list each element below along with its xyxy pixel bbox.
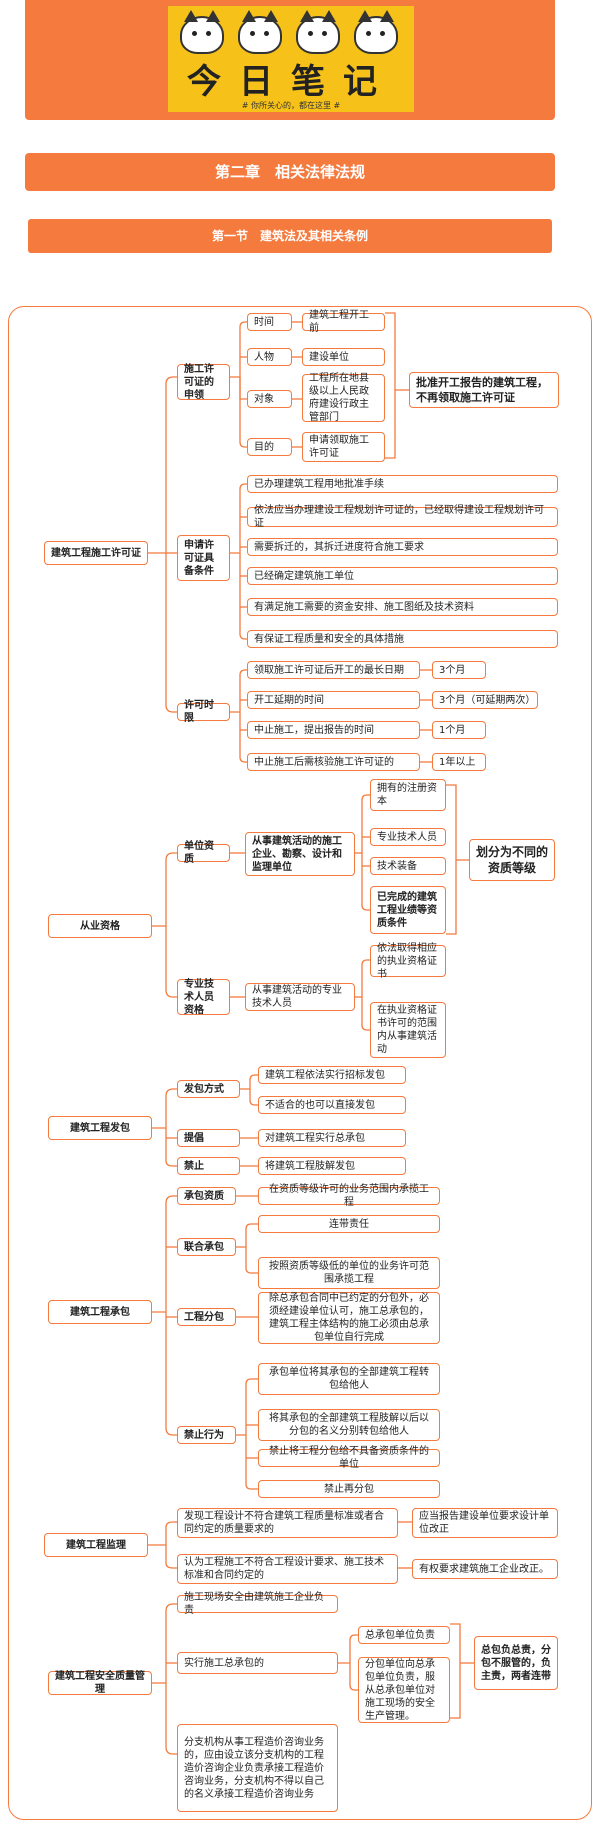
node-condition: 有保证工程质量和安全的具体措施 [247,630,558,648]
node-deadline-key: 领取施工许可证后开工的最长日期 [247,661,420,679]
node-supervision-key: 认为工程施工不符合工程设计要求、施工技术标准和合同约定的 [177,1554,398,1584]
node-qual-person-desc: 从事建筑活动的专业技术人员 [245,983,355,1011]
node-qualification: 从业资格 [48,914,152,938]
node-deadline-value: 1个月 [432,721,486,739]
node-contracting: 建筑工程发包 [48,1116,152,1140]
node-supervision: 建筑工程监理 [44,1533,148,1557]
node-condition: 有满足施工需要的资金安排、施工图纸及技术资料 [247,598,558,616]
title-banner: 今日笔记 # 你所关心的，都在这里 # [168,6,414,112]
node-undertake-qual-value: 在资质等级许可的业务范围内承揽工程 [258,1184,440,1208]
node-contract-mode-item: 不适合的也可以直接发包 [258,1096,406,1114]
node-qual-person: 专业技术人员资格 [177,979,230,1016]
node-undertake-ban-item: 承包单位将其承包的全部建筑工程转包给他人 [258,1363,440,1395]
node-undertaking: 建筑工程承包 [48,1300,152,1324]
cat-icon [354,10,398,54]
node-contract-advocate-value: 对建筑工程实行总承包 [258,1129,406,1147]
node-qual-unit-note: 划分为不同的资质等级 [469,839,555,881]
node-deadline-value: 3个月 [432,661,486,679]
cat-icon [180,10,224,54]
node-apply-key: 对象 [247,390,292,408]
node-supervision-value: 应当报告建设单位要求设计单位改正 [412,1508,558,1538]
node-undertake-joint: 联合承包 [177,1238,236,1256]
node-condition: 已经确定建筑施工单位 [247,567,558,585]
node-qual-unit-item: 技术装备 [370,857,446,875]
node-undertake-sub-value: 除总承包合同中已约定的分包外，必须经建设单位认可，施工总承包的，建筑工程主体结构… [258,1292,440,1344]
node-contract-mode: 发包方式 [177,1080,240,1098]
node-deadline-key: 中止施工，提出报告的时间 [247,721,420,739]
node-qual-unit-item: 拥有的注册资本 [370,779,446,811]
node-qual-unit-item: 专业技术人员 [370,828,446,846]
node-undertake-joint-item: 连带责任 [258,1215,440,1233]
node-apply-value: 申请领取施工许可证 [302,432,385,462]
node-condition: 依法应当办理建设工程规划许可证的，已经取得建设工程规划许可证 [247,505,558,529]
node-supervision-key: 发现工程设计不符合建筑工程质量标准或者合同约定的质量要求的 [177,1508,398,1538]
node-safety-general-item: 分包单位向总承包单位负责，服从总承包单位对施工现场的安全生产管理。 [358,1657,450,1723]
node-apply-key: 时间 [247,313,292,331]
node-permit-deadline: 许可时限 [177,700,230,724]
node-condition: 需要拆迁的，其拆迁进度符合施工要求 [247,538,558,556]
node-qual-unit-desc: 从事建筑活动的施工企业、勘察、设计和监理单位 [245,832,355,876]
node-permit: 建筑工程施工许可证 [44,541,148,565]
cat-icon [296,10,340,54]
section-title: 第一节 建筑法及其相关条例 [28,219,552,253]
node-permit-apply: 施工许可证的申领 [177,364,230,401]
node-apply-note: 批准开工报告的建筑工程，不再领取施工许可证 [409,372,559,408]
node-apply-key: 人物 [247,348,292,366]
node-contract-mode-item: 建筑工程依法实行招标发包 [258,1066,406,1084]
node-contract-forbid: 禁止 [177,1157,240,1175]
notebook-title: 今日笔记 [187,62,395,102]
node-deadline-key: 开工延期的时间 [247,691,420,709]
node-safety-general: 实行施工总承包的 [177,1652,338,1674]
node-undertake-ban-item: 禁止再分包 [258,1480,440,1498]
node-contract-forbid-value: 将建筑工程肢解发包 [258,1157,406,1175]
node-safety-general-note: 总包负总责，分包不服管的，负主责，两者连带 [474,1636,558,1690]
node-deadline-key: 中止施工后需核验施工许可证的 [247,753,420,771]
node-qual-unit-item: 已完成的建筑工程业绩等资质条件 [370,886,446,934]
node-undertake-ban-item: 将其承包的全部建筑工程肢解以后以分包的名义分别转包给他人 [258,1409,440,1441]
node-supervision-value: 有权要求建筑施工企业改正。 [412,1559,558,1579]
node-apply-value: 工程所在地县级以上人民政府建设行政主管部门 [302,373,385,423]
node-condition: 已办理建筑工程用地批准手续 [247,475,558,493]
node-undertake-sub: 工程分包 [177,1308,236,1326]
node-deadline-value: 1年以上 [432,753,486,771]
node-safety-general-item: 总承包单位负责 [358,1626,450,1644]
node-deadline-value: 3个月（可延期两次） [432,691,538,709]
cat-icon [238,10,282,54]
node-safety: 建筑工程安全质量管理 [48,1671,152,1695]
node-apply-value: 建设单位 [302,348,385,366]
node-apply-key: 目的 [247,438,292,456]
notebook-subtitle: # 你所关心的，都在这里 # [241,101,341,110]
node-undertake-qual: 承包资质 [177,1187,236,1205]
node-permit-conditions: 申请许可证具备条件 [177,535,230,581]
node-apply-value: 建筑工程开工前 [302,310,385,334]
node-safety-branch: 分支机构从事工程造价咨询业务的，应由设立该分支机构的工程造价咨询企业负责承接工程… [177,1724,338,1812]
node-qual-person-item: 依法取得相应的执业资格证书 [370,943,446,980]
chapter-title: 第二章 相关法律法规 [25,153,555,191]
node-undertake-ban: 禁止行为 [177,1426,236,1444]
mindmap-frame [8,306,592,1820]
node-qual-unit: 单位资质 [177,841,230,865]
node-safety-site: 施工现场安全由建筑施工企业负责 [177,1592,338,1616]
node-qual-person-item: 在执业资格证书许可的范围内从事建筑活动 [370,1002,446,1058]
node-undertake-ban-item: 禁止将工程分包给不具备资质条件的单位 [258,1446,440,1470]
node-contract-advocate: 提倡 [177,1129,240,1147]
node-undertake-joint-item: 按照资质等级低的单位的业务许可范围承揽工程 [258,1257,440,1289]
